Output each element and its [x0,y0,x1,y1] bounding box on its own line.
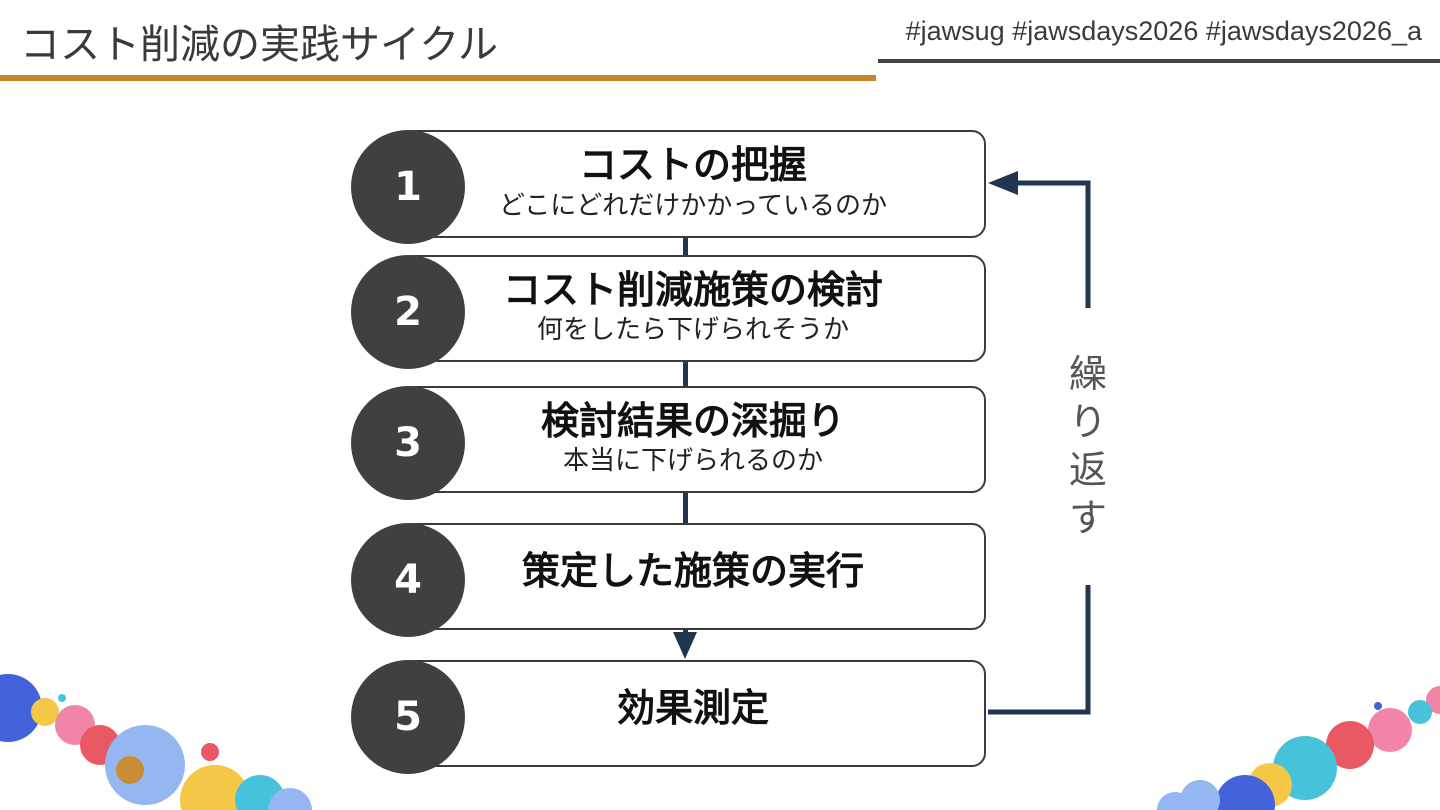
arrow-head-down [673,632,697,659]
repeat-char: 繰 [1066,350,1110,398]
arrow-head-left [988,171,1018,195]
decor-right [1157,686,1440,810]
repeat-char: 返 [1066,446,1110,494]
loop-line-upper [1012,183,1088,308]
repeat-char: り [1066,398,1110,446]
repeat-label: 繰 り 返 す [1066,350,1110,542]
loop-line-lower [988,585,1088,712]
repeat-char: す [1066,494,1110,542]
decor-left [0,674,312,810]
